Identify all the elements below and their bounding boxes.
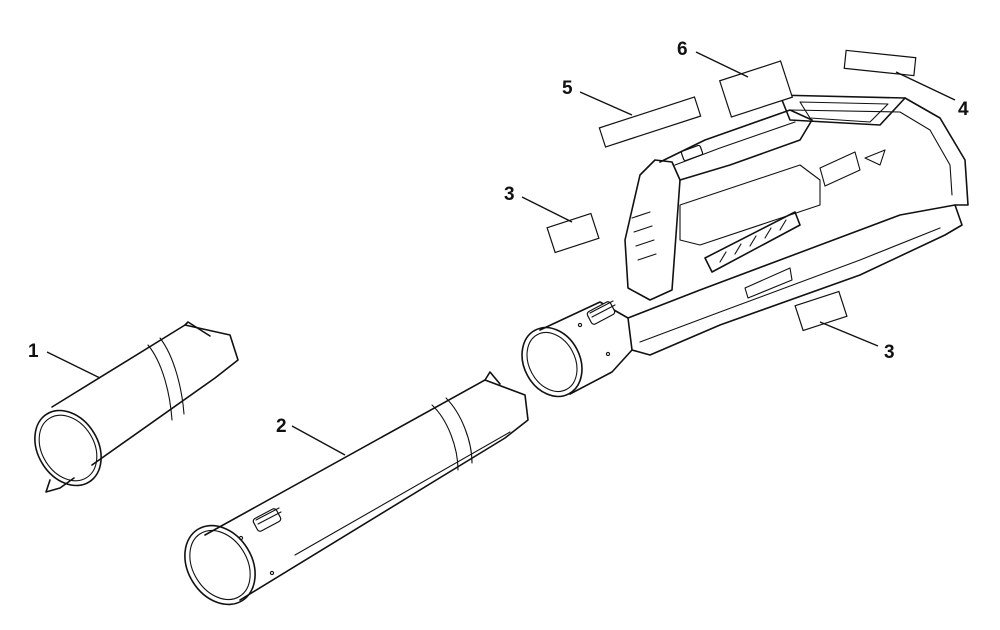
leader-1 xyxy=(46,351,101,379)
callout-3-lower: 3 xyxy=(884,342,895,363)
label-4-rect xyxy=(843,49,917,77)
leader-3-upper xyxy=(521,196,573,223)
leader-3-lower xyxy=(819,321,879,347)
leader-2 xyxy=(291,425,346,456)
callout-2: 2 xyxy=(276,416,287,437)
callout-3-upper: 3 xyxy=(504,184,515,205)
leader-5 xyxy=(579,91,633,116)
callout-1: 1 xyxy=(28,341,39,362)
label-3-upper-rect xyxy=(546,212,600,254)
label-3-lower-rect xyxy=(794,290,848,332)
callout-5: 5 xyxy=(562,78,573,99)
callout-4: 4 xyxy=(958,99,969,120)
blower-body-assembly xyxy=(521,94,969,398)
label-5-rect xyxy=(598,96,702,148)
callout-6: 6 xyxy=(677,39,688,60)
label-6-rect xyxy=(718,60,794,118)
leader-4 xyxy=(895,71,956,101)
part-2-blower-tube xyxy=(184,371,529,606)
part-1-nozzle-tip xyxy=(34,321,239,493)
leader-6 xyxy=(695,51,749,78)
